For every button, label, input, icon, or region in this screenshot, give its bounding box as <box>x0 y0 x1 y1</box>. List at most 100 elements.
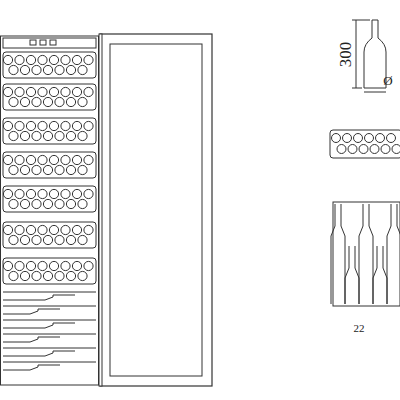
bottle-end <box>20 131 29 140</box>
bottle-end <box>55 97 64 106</box>
bottle-end <box>337 145 346 154</box>
bottle-end <box>15 55 24 64</box>
bottle-end <box>84 87 93 96</box>
bottle-end <box>354 134 363 143</box>
bottle-end <box>55 235 64 244</box>
bottle-end <box>38 261 47 270</box>
bottle-end <box>3 55 12 64</box>
bottle-end <box>55 65 64 74</box>
bottle-end <box>55 131 64 140</box>
bottle-end <box>32 199 41 208</box>
bottle-end <box>66 97 75 106</box>
bottle-end <box>84 225 93 234</box>
shelf-line <box>3 334 96 335</box>
bottle-end <box>9 235 18 244</box>
bottle-end <box>84 189 93 198</box>
bottle-end <box>43 97 52 106</box>
bottle-end <box>387 134 396 143</box>
shelf-top-view <box>330 130 400 158</box>
bottle-end <box>43 199 52 208</box>
standing-bottle <box>387 204 400 304</box>
dimension-line <box>352 20 370 21</box>
bottle-end <box>32 165 41 174</box>
bottle-end <box>3 189 12 198</box>
dimension-line <box>356 20 357 88</box>
bottle-end <box>26 225 35 234</box>
bottle-end <box>15 189 24 198</box>
lying-bottle <box>3 351 75 356</box>
bottle-end <box>72 55 81 64</box>
bottle-end <box>26 261 35 270</box>
bottle-end <box>26 87 35 96</box>
bottle-end <box>20 165 29 174</box>
shelf-line <box>3 320 96 321</box>
lower-shelves <box>3 292 96 370</box>
bottle-end <box>72 121 81 130</box>
bottle-end <box>3 155 12 164</box>
bottle-end <box>72 225 81 234</box>
bottle-end <box>66 199 75 208</box>
bottle-end <box>3 121 12 130</box>
bottle-end <box>32 235 41 244</box>
side-view-bottles <box>331 204 400 304</box>
shelf-side-view <box>333 202 400 306</box>
bottle-end <box>3 225 12 234</box>
bottle-end <box>84 261 93 270</box>
shelf-line <box>3 348 96 349</box>
bottle-outline <box>364 20 386 88</box>
bottle-end <box>38 189 47 198</box>
bottle-end <box>9 65 18 74</box>
bottle-end <box>49 155 58 164</box>
bottle-end <box>15 155 24 164</box>
shelf-outline <box>330 130 400 158</box>
lying-bottle <box>3 365 60 370</box>
bottle-end <box>66 65 75 74</box>
rack-outline <box>3 152 96 178</box>
bottle-end <box>370 145 379 154</box>
bottle-end <box>61 55 70 64</box>
bottle-end <box>376 134 385 143</box>
bottle-end <box>49 55 58 64</box>
bottle-end <box>78 65 87 74</box>
bottle-end <box>381 145 390 154</box>
bottle-end <box>72 155 81 164</box>
bottle-end <box>343 134 352 143</box>
bottle-end <box>49 189 58 198</box>
bottle-end <box>332 134 341 143</box>
dimension-line <box>352 88 362 89</box>
display <box>50 40 56 45</box>
bottle-end <box>61 261 70 270</box>
bottle-end <box>38 155 47 164</box>
bottle-end <box>15 225 24 234</box>
bottle-end <box>9 199 18 208</box>
bottle-end <box>66 165 75 174</box>
shelf-line <box>3 306 96 307</box>
bottle-end <box>43 65 52 74</box>
bottle-end <box>38 121 47 130</box>
dimension-text: 300 <box>338 41 355 67</box>
rack-outline <box>3 258 96 284</box>
bottle-end <box>392 145 400 154</box>
bottle-end <box>72 189 81 198</box>
bottle-end <box>61 121 70 130</box>
bottle-end <box>38 55 47 64</box>
bottle-end <box>43 131 52 140</box>
bottle-end <box>20 65 29 74</box>
bottle-end <box>15 261 24 270</box>
display <box>40 40 46 45</box>
bottle-end <box>61 225 70 234</box>
bottle-end <box>15 87 24 96</box>
hinge-strip <box>99 34 102 386</box>
bottle-end <box>9 271 18 280</box>
lying-bottle <box>3 309 60 314</box>
rack-outline <box>3 52 96 78</box>
bottle-end <box>66 235 75 244</box>
bottle-end <box>49 261 58 270</box>
bottle-end <box>3 87 12 96</box>
standing-bottle <box>345 246 359 304</box>
diameter-symbol: Ø <box>383 74 392 87</box>
bottle-end <box>72 87 81 96</box>
bottle-end <box>43 235 52 244</box>
bottle-end <box>49 225 58 234</box>
bottle-end <box>78 235 87 244</box>
